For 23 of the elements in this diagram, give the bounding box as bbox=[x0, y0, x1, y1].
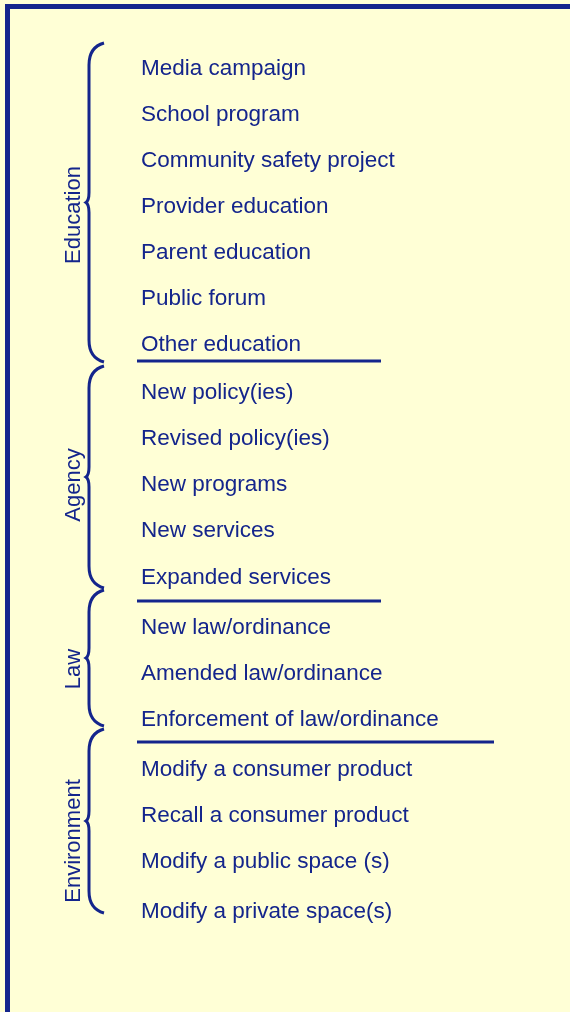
list-item: Recall a consumer product bbox=[141, 802, 409, 828]
list-item: Public forum bbox=[141, 285, 267, 311]
group-label: Education bbox=[61, 166, 85, 264]
list-item: Parent education bbox=[141, 239, 312, 265]
group-label: Environment bbox=[61, 779, 85, 903]
list-item: Media campaign bbox=[141, 55, 307, 81]
list-item: Other education bbox=[141, 331, 302, 357]
list-item: New programs bbox=[141, 471, 288, 497]
group-label: Law bbox=[61, 648, 85, 690]
list-item: Expanded services bbox=[141, 564, 332, 590]
group-label: Agency bbox=[61, 448, 85, 522]
list-item: Modify a consumer product bbox=[141, 756, 413, 782]
list-item: New law/ordinance bbox=[141, 614, 332, 640]
list-item: Modify a private space(s) bbox=[141, 898, 393, 924]
list-item: New policy(ies) bbox=[141, 379, 294, 405]
list-item: Amended law/ordinance bbox=[141, 660, 383, 686]
list-item: Modify a public space (s) bbox=[141, 848, 390, 874]
list-item: Provider education bbox=[141, 193, 329, 219]
list-item: Enforcement of law/ordinance bbox=[141, 706, 439, 732]
list-item: School program bbox=[141, 101, 300, 127]
list-item: Community safety project bbox=[141, 147, 395, 173]
list-item: Revised policy(ies) bbox=[141, 425, 330, 451]
list-item: New services bbox=[141, 517, 275, 543]
